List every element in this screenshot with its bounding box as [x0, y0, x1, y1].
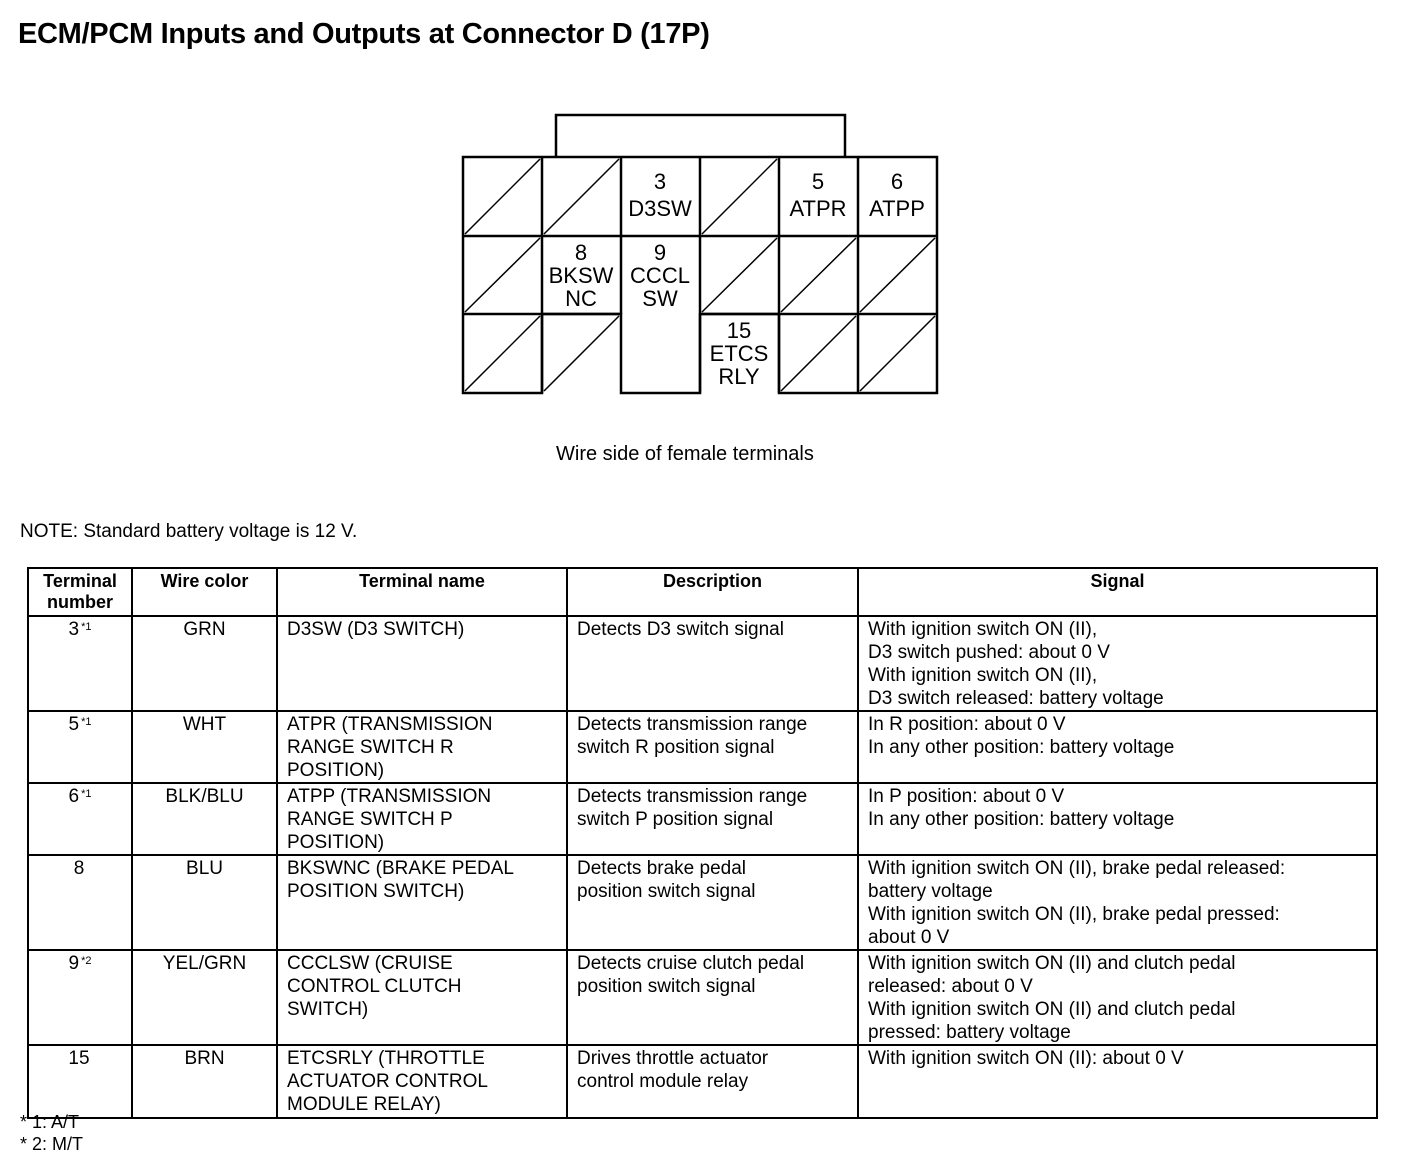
terminal-9-number: 9: [654, 240, 666, 265]
terminal-15-label-2: RLY: [718, 364, 759, 389]
terminal-5-label: ATPR: [789, 196, 846, 221]
terminal-9-label-2: SW: [642, 286, 678, 311]
connector-diagram: 3 D3SW 5 ATPR 6 ATPP 8 BKSW NC 9 CCCL SW…: [461, 113, 939, 395]
signal-cell: With ignition switch ON (II), brake peda…: [857, 854, 1378, 951]
footnotes: * 1: A/T * 2: M/T: [20, 1111, 83, 1155]
table-row: 8 BLU BKSWNC (BRAKE PEDAL POSITION SWITC…: [27, 854, 1378, 951]
empty-cell-14: [543, 315, 620, 392]
wire-color-cell: YEL/GRN: [131, 949, 278, 1046]
header-terminal-name: Terminal name: [276, 567, 568, 617]
signal-cell: In P position: about 0 V In any other po…: [857, 782, 1378, 856]
terminal-15-number: 15: [727, 318, 751, 343]
empty-cell-2: [543, 158, 620, 235]
empty-cell-17: [859, 315, 936, 392]
wire-color-cell: BRN: [131, 1044, 278, 1119]
signal-table: Terminal number Wire color Terminal name…: [27, 567, 1378, 1119]
terminal-3-number: 3: [654, 169, 666, 194]
terminal-number-cell: 6*1: [27, 782, 133, 856]
empty-cell-13: [464, 315, 541, 392]
terminal-15-label-1: ETCS: [710, 341, 769, 366]
empty-cell-1: [464, 158, 541, 235]
description-cell: Detects D3 switch signal: [566, 615, 859, 712]
terminal-name-cell: ATPR (TRANSMISSION RANGE SWITCH R POSITI…: [276, 710, 568, 784]
wire-color-cell: GRN: [131, 615, 278, 712]
terminal-8-label-2: NC: [565, 286, 597, 311]
empty-cell-12: [859, 237, 936, 313]
description-cell: Detects cruise clutch pedal position swi…: [566, 949, 859, 1046]
table-row: 15 BRN ETCSRLY (THROTTLE ACTUATOR CONTRO…: [27, 1044, 1378, 1119]
description-cell: Drives throttle actuator control module …: [566, 1044, 859, 1119]
terminal-name-cell: BKSWNC (BRAKE PEDAL POSITION SWITCH): [276, 854, 568, 951]
terminal-number-cell: 15: [27, 1044, 133, 1119]
wire-color-cell: BLK/BLU: [131, 782, 278, 856]
signal-cell: With ignition switch ON (II): about 0 V: [857, 1044, 1378, 1119]
terminal-8-number: 8: [575, 240, 587, 265]
terminal-5-number: 5: [812, 169, 824, 194]
terminal-number-cell: 5*1: [27, 710, 133, 784]
battery-note: NOTE: Standard battery voltage is 12 V.: [20, 521, 358, 542]
header-description: Description: [566, 567, 859, 617]
table-row: 3*1 GRN D3SW (D3 SWITCH) Detects D3 swit…: [27, 615, 1378, 712]
terminal-name-cell: ETCSRLY (THROTTLE ACTUATOR CONTROL MODUL…: [276, 1044, 568, 1119]
footnote-1: * 1: A/T: [20, 1112, 80, 1132]
terminal-number-cell: 3*1: [27, 615, 133, 712]
terminal-6-number: 6: [891, 169, 903, 194]
terminal-number-cell: 8: [27, 854, 133, 951]
terminal-name-cell: D3SW (D3 SWITCH): [276, 615, 568, 712]
terminal-6-label: ATPP: [869, 196, 925, 221]
terminal-9-label-1: CCCL: [630, 263, 690, 288]
table-row: 9*2 YEL/GRN CCCLSW (CRUISE CONTROL CLUTC…: [27, 949, 1378, 1046]
signal-cell: With ignition switch ON (II) and clutch …: [857, 949, 1378, 1046]
wire-color-cell: BLU: [131, 854, 278, 951]
description-cell: Detects transmission range switch P posi…: [566, 782, 859, 856]
empty-cell-16: [780, 315, 857, 392]
connector-caption: Wire side of female terminals: [556, 443, 814, 465]
empty-cell-10: [701, 237, 778, 313]
terminal-number-cell: 9*2: [27, 949, 133, 1046]
footnote-2: * 2: M/T: [20, 1134, 84, 1154]
empty-cell-11: [780, 237, 857, 313]
description-cell: Detects brake pedal position switch sign…: [566, 854, 859, 951]
terminal-8-label-1: BKSW: [549, 263, 614, 288]
header-signal: Signal: [857, 567, 1378, 617]
header-wire-color: Wire color: [131, 567, 278, 617]
description-cell: Detects transmission range switch R posi…: [566, 710, 859, 784]
header-terminal-number: Terminal number: [27, 567, 133, 617]
page-title: ECM/PCM Inputs and Outputs at Connector …: [18, 18, 710, 50]
table-row: 6*1 BLK/BLU ATPP (TRANSMISSION RANGE SWI…: [27, 782, 1378, 856]
empty-cell-4: [701, 158, 778, 235]
signal-cell: With ignition switch ON (II), D3 switch …: [857, 615, 1378, 712]
table-row: 5*1 WHT ATPR (TRANSMISSION RANGE SWITCH …: [27, 710, 1378, 784]
empty-cell-7: [464, 237, 541, 313]
terminal-3-label: D3SW: [628, 196, 692, 221]
table-header-row: Terminal number Wire color Terminal name…: [27, 567, 1378, 617]
terminal-name-cell: ATPP (TRANSMISSION RANGE SWITCH P POSITI…: [276, 782, 568, 856]
signal-cell: In R position: about 0 V In any other po…: [857, 710, 1378, 784]
wire-color-cell: WHT: [131, 710, 278, 784]
terminal-name-cell: CCCLSW (CRUISE CONTROL CLUTCH SWITCH): [276, 949, 568, 1046]
